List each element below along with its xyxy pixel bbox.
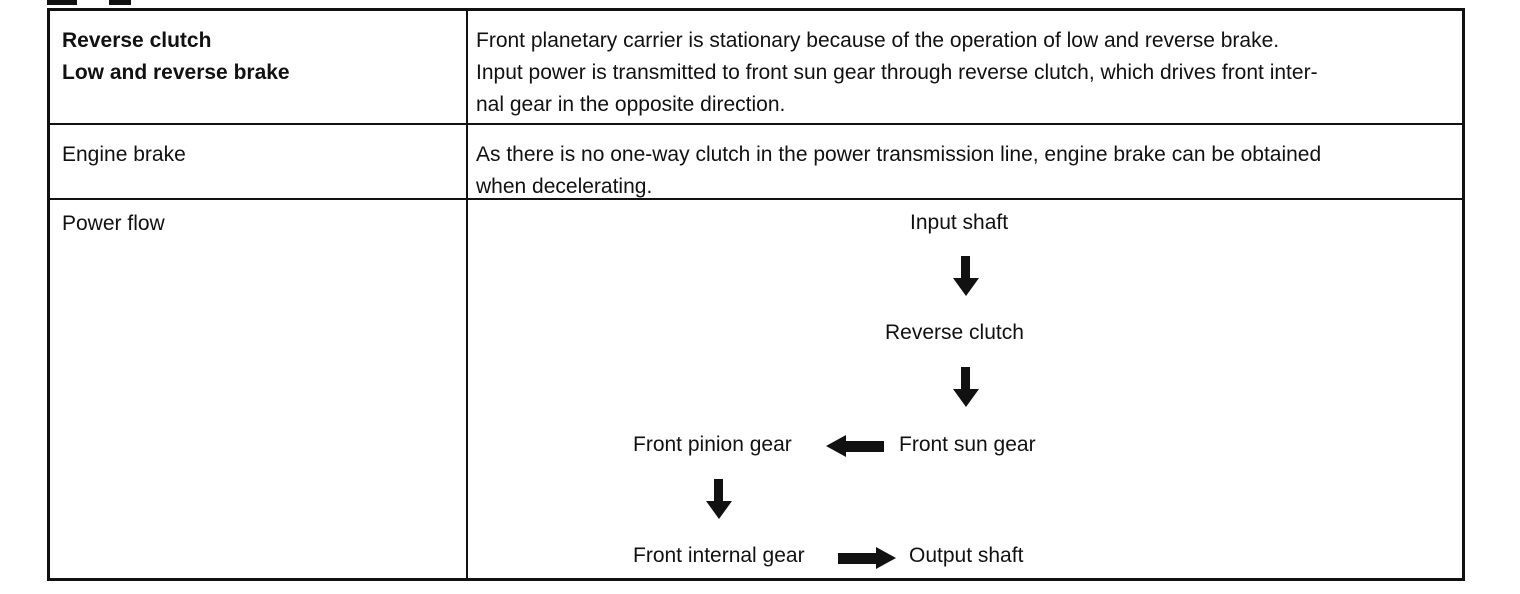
column-divider — [466, 11, 468, 123]
reverse-clutch-label: Reverse clutch — [62, 29, 212, 52]
reverse-clutch-node: Reverse clutch — [885, 321, 1024, 344]
arrow-down-icon — [953, 367, 979, 407]
power-flow-diagram: Input shaft Reverse clutch Front pinion … — [468, 200, 1462, 578]
arrow-down-icon — [706, 479, 732, 519]
column-divider — [466, 200, 468, 578]
front-pinion-gear-node: Front pinion gear — [633, 433, 792, 456]
output-shaft-node: Output shaft — [909, 544, 1024, 567]
description-line: nal gear in the opposite direction. — [476, 93, 786, 116]
row-label-cell: Power flow — [62, 208, 452, 240]
engine-brake-label: Engine brake — [62, 143, 186, 166]
row-label-cell: Engine brake — [62, 139, 452, 171]
table-row-reverse: Reverse clutch Low and reverse brake Fro… — [50, 11, 1462, 123]
power-flow-label: Power flow — [62, 212, 165, 235]
low-and-reverse-brake-label: Low and reverse brake — [62, 61, 290, 84]
front-sun-gear-node: Front sun gear — [899, 433, 1036, 456]
description-line: As there is no one-way clutch in the pow… — [476, 143, 1322, 166]
front-internal-gear-node: Front internal gear — [633, 544, 805, 567]
description-line: Front planetary carrier is stationary be… — [476, 29, 1280, 52]
row-label-cell: Reverse clutch Low and reverse brake — [62, 25, 452, 89]
arrow-right-icon — [838, 547, 896, 569]
description-line: Input power is transmitted to front sun … — [476, 61, 1318, 84]
description-line: when decelerating. — [476, 175, 653, 198]
row-description-cell: Front planetary carrier is stationary be… — [476, 25, 1456, 121]
arrow-down-icon — [953, 256, 979, 296]
specification-table: Reverse clutch Low and reverse brake Fro… — [47, 8, 1465, 581]
cropped-heading-fragment — [47, 0, 137, 5]
input-shaft-node: Input shaft — [910, 211, 1009, 234]
column-divider — [466, 125, 468, 200]
table-row-power-flow: Power flow Input shaft Reverse clutch Fr… — [50, 198, 1462, 578]
row-description-cell: As there is no one-way clutch in the pow… — [476, 139, 1456, 203]
arrow-left-icon — [826, 435, 884, 457]
table-row-engine-brake: Engine brake As there is no one-way clut… — [50, 123, 1462, 200]
